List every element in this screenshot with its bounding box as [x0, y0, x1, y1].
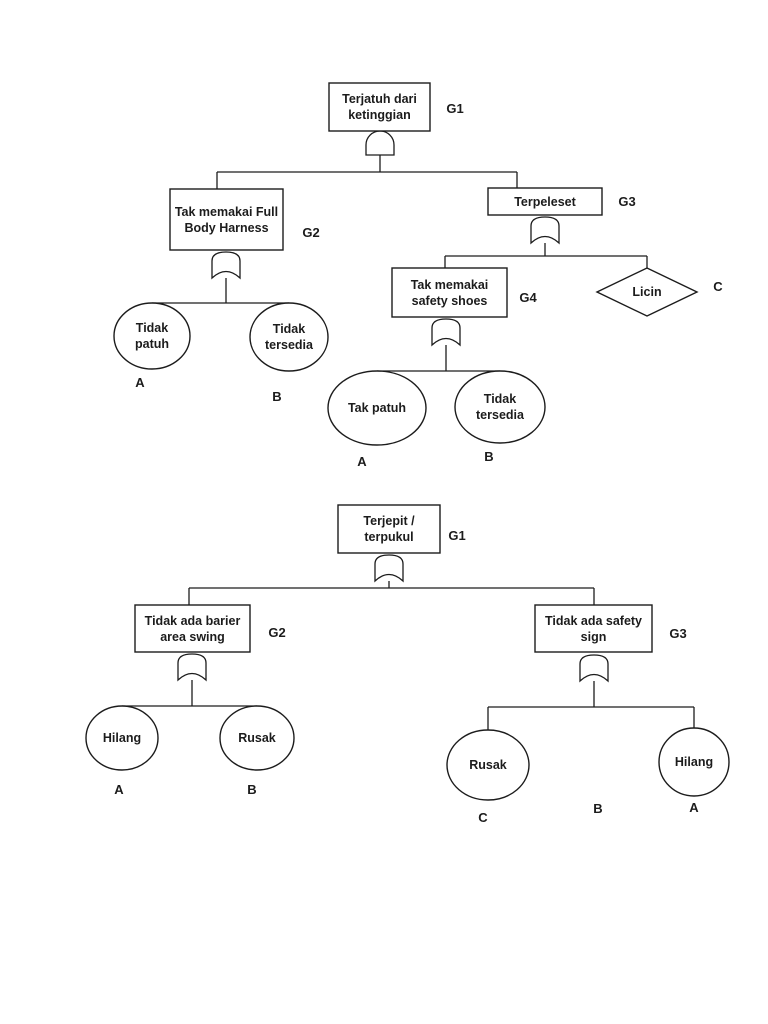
top-event-text-terjatuh: Terjatuh dari ketinggian	[342, 92, 417, 122]
event-text-terpeleset: Terpeleset	[514, 194, 576, 209]
basic-event-circle-hilang-1	[85, 705, 159, 771]
basic-event-text-rusak-2: Rusak	[469, 758, 507, 772]
basic-event-text-tidak-tersedia: Tidak tersedia	[265, 322, 313, 352]
gate-label-g2: G2	[302, 224, 320, 240]
event-label-a: A	[689, 799, 699, 815]
basic-event-circle-tidak-patuh	[113, 302, 191, 370]
event-label-a: A	[135, 374, 145, 390]
event-box-terpeleset	[487, 187, 603, 216]
basic-event-text-tidak-patuh: Tidak patuh	[134, 321, 170, 351]
event-label-b: B	[247, 781, 257, 797]
and-gate-tree1-g1	[365, 130, 395, 156]
event-box-safety-sign	[534, 604, 653, 653]
basic-event-text-tidak-tersedia-2: Tidak tersedia	[476, 392, 524, 422]
undeveloped-event-diamond-licin	[595, 267, 699, 317]
event-box-safety-shoes	[391, 267, 508, 318]
top-event-box-terjatuh	[328, 82, 431, 132]
gate-label-g1: G1	[446, 100, 464, 116]
gate-label-g4: G4	[519, 289, 537, 305]
top-event-box-terjepit	[337, 504, 441, 554]
event-text-safety-shoes: Tak memakai safety shoes	[410, 277, 489, 308]
event-label-b: B	[272, 388, 282, 404]
basic-event-circle-tidak-tersedia	[249, 302, 329, 372]
basic-event-circle-rusak-2	[446, 729, 530, 801]
event-label-a: A	[114, 781, 124, 797]
event-text-harness: Tak memakai Full Body Harness	[174, 204, 279, 235]
event-label-c: C	[478, 809, 488, 825]
basic-event-circle-rusak-1	[219, 705, 295, 771]
event-label-b-middle: B	[593, 800, 603, 816]
basic-event-circle-hilang-2	[658, 727, 730, 797]
event-box-barier	[134, 604, 251, 653]
gate-label-g3-tree2: G3	[669, 625, 687, 641]
event-label-c: C	[713, 278, 723, 294]
top-event-text-terjepit: Terjepit / terpukul	[363, 514, 415, 544]
or-gate-tree1-g2	[211, 251, 241, 280]
event-label-b: B	[484, 448, 494, 464]
or-gate-tree2-g3	[579, 654, 609, 683]
or-gate-tree1-g3	[530, 216, 560, 245]
basic-event-circle-tak-patuh	[327, 370, 427, 446]
event-label-a: A	[357, 453, 367, 469]
basic-event-text-rusak-1: Rusak	[238, 731, 276, 745]
basic-event-text-hilang-1: Hilang	[102, 731, 142, 745]
basic-event-text-tak-patuh: Tak patuh	[347, 401, 407, 415]
gate-label-g3: G3	[618, 193, 636, 209]
gate-label-g1-tree2: G1	[448, 527, 466, 543]
or-gate-tree2-g1	[374, 554, 404, 583]
event-text-licin: Licin	[632, 285, 662, 299]
or-gate-tree1-g4	[431, 318, 461, 347]
or-gate-tree2-g2	[177, 653, 207, 682]
basic-event-text-hilang-2: Hilang	[674, 755, 714, 769]
event-text-safety-sign: Tidak ada safety sign	[544, 613, 643, 644]
gate-label-g2-tree2: G2	[268, 624, 286, 640]
event-box-harness	[169, 188, 284, 251]
event-text-barier: Tidak ada barier area swing	[144, 613, 241, 644]
basic-event-circle-tidak-tersedia-2	[454, 370, 546, 444]
